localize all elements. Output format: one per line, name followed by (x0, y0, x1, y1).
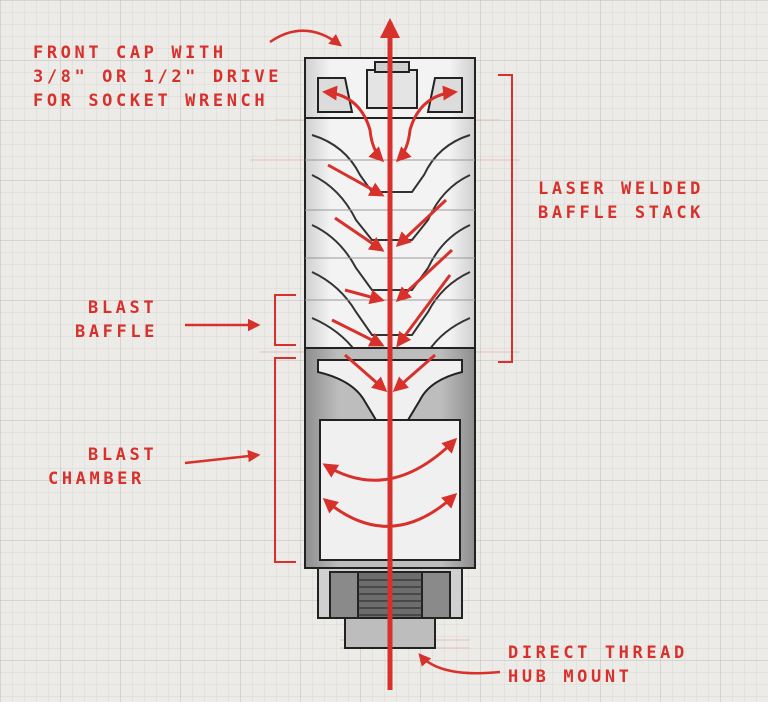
blast-baffle-line-2: BAFFLE (75, 322, 158, 342)
front-cap-line-3: FOR SOCKET WRENCH (33, 91, 268, 111)
front-cap-pointer (269, 29, 342, 47)
baffle-stack-bracket (498, 74, 513, 363)
label-blast-baffle: BLAST BAFFLE (75, 298, 158, 342)
svg-text:BLAST: BLAST (88, 298, 157, 318)
blast-chamber-line-2: CHAMBER (48, 469, 145, 489)
svg-text:BAFFLE STACK: BAFFLE STACK (538, 203, 704, 223)
baffle-stack-line-2: BAFFLE STACK (538, 203, 704, 223)
svg-text:BAFFLE: BAFFLE (75, 322, 158, 342)
label-hub-mount: DIRECT THREAD HUB MOUNT (508, 643, 688, 687)
hub-mount-pointer (418, 653, 501, 675)
label-blast-chamber: BLAST CHAMBER (48, 445, 157, 489)
label-baffle-stack: LASER WELDED BAFFLE STACK (538, 179, 704, 223)
svg-text:BLAST: BLAST (88, 445, 157, 465)
svg-text:FRONT CAP WITH: FRONT CAP WITH (33, 43, 227, 63)
svg-text:FOR SOCKET WRENCH: FOR SOCKET WRENCH (33, 91, 268, 111)
blast-chamber-bracket (274, 357, 296, 563)
gas-flow-arrows (322, 18, 458, 690)
brackets (274, 74, 513, 563)
svg-text:LASER WELDED: LASER WELDED (538, 179, 704, 199)
label-arrows (184, 29, 501, 675)
hub-mount-line-2: HUB MOUNT (508, 667, 633, 687)
svg-text:HUB MOUNT: HUB MOUNT (508, 667, 633, 687)
blast-chamber-pointer (184, 449, 261, 465)
front-cap-line-2: 3/8" OR 1/2" DRIVE (33, 67, 282, 87)
svg-text:DIRECT THREAD: DIRECT THREAD (508, 643, 688, 663)
svg-text:CHAMBER: CHAMBER (48, 469, 145, 489)
blast-baffle-line-1: BLAST (88, 298, 157, 318)
hub-mount-line-1: DIRECT THREAD (508, 643, 688, 663)
blast-baffle-bracket (274, 294, 296, 346)
blast-chamber-line-1: BLAST (88, 445, 157, 465)
label-front-cap: FRONT CAP WITH 3/8" OR 1/2" DRIVE FOR SO… (33, 43, 282, 111)
front-cap-line-1: FRONT CAP WITH (33, 43, 227, 63)
svg-text:3/8" OR 1/2" DRIVE: 3/8" OR 1/2" DRIVE (33, 67, 282, 87)
baffle-stack-line-1: LASER WELDED (538, 179, 704, 199)
